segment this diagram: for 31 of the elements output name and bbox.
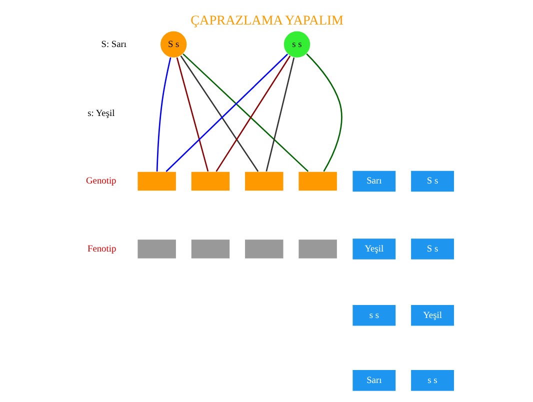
diagram-title: ÇAPRAZLAMA YAPALIM xyxy=(190,12,343,28)
connector xyxy=(182,53,308,172)
connector xyxy=(306,53,342,172)
node-box: Yeşil xyxy=(410,304,454,326)
node-circle: s s xyxy=(282,30,310,58)
node-box xyxy=(298,171,338,192)
node-box xyxy=(244,238,284,260)
node-box: S s xyxy=(410,170,454,192)
connector xyxy=(176,57,208,172)
node-box: S s xyxy=(410,238,454,260)
node-box: Sarı xyxy=(352,369,396,392)
node-circle: S s xyxy=(159,30,187,58)
label: S: Sarı xyxy=(100,40,126,50)
connector xyxy=(265,57,294,172)
connector xyxy=(156,57,171,172)
node-box: s s xyxy=(352,304,396,326)
label: Fenotip xyxy=(86,244,116,254)
node-box xyxy=(136,171,176,192)
connector xyxy=(165,54,288,172)
label: s: Yeşil xyxy=(87,108,114,119)
connector xyxy=(215,56,290,172)
connector xyxy=(180,56,258,172)
node-box xyxy=(190,238,230,260)
node-box xyxy=(190,171,230,192)
label: Genotip xyxy=(86,176,116,187)
node-box xyxy=(244,171,284,192)
node-box xyxy=(136,238,176,260)
node-box: Sarı xyxy=(352,170,396,192)
node-box: s s xyxy=(410,369,454,392)
node-box: Yeşil xyxy=(352,238,396,260)
node-box xyxy=(298,238,338,260)
